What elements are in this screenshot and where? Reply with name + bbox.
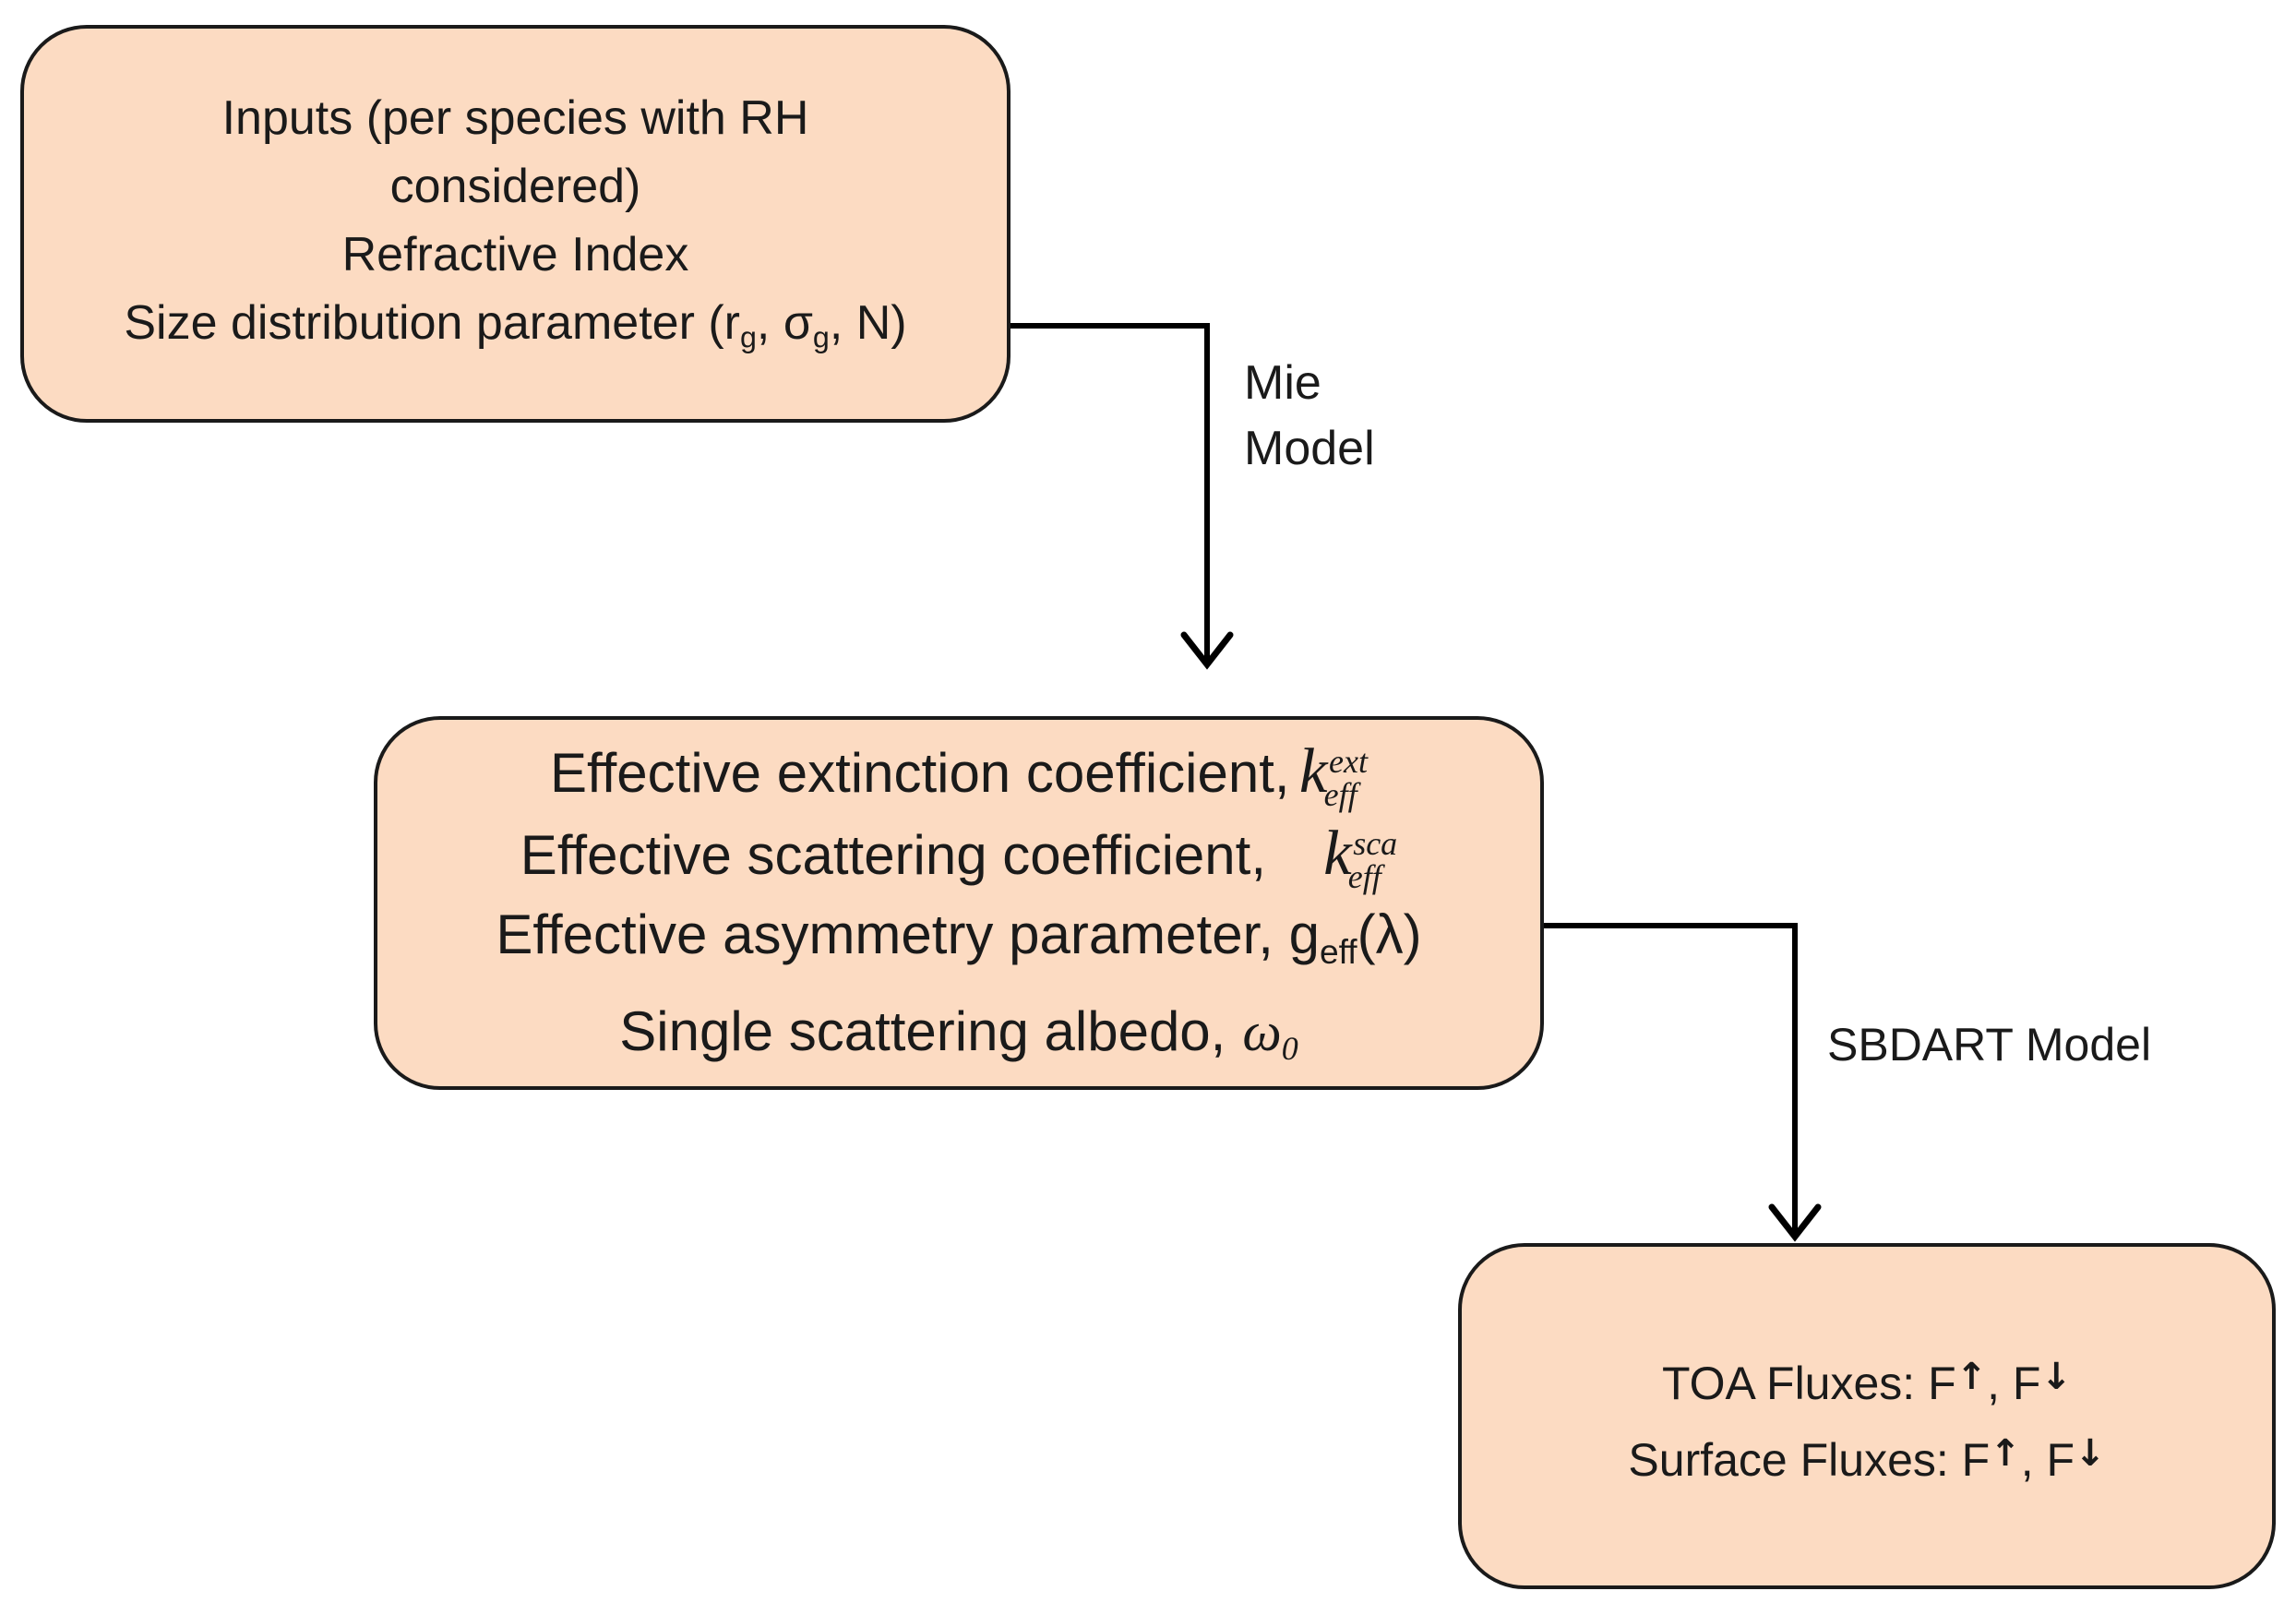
down-arrow-icon: ↓ bbox=[2075, 1431, 2106, 1475]
size-distribution-text: Size distribution parameter (r bbox=[124, 295, 740, 350]
eff-subscript: eff bbox=[1347, 857, 1381, 895]
surface-fluxes-label: Surface Fluxes: F bbox=[1628, 1433, 1991, 1486]
mie-arrowhead bbox=[1180, 631, 1234, 670]
sbdart-arrow-line bbox=[1542, 923, 1798, 1233]
eff-subscript: eff bbox=[1319, 932, 1357, 972]
eff-subscript: eff bbox=[1323, 775, 1357, 813]
fluxes-box: TOA Fluxes: F↑, F↓ Surface Fluxes: F↑, F… bbox=[1458, 1243, 2276, 1589]
asymmetry-label: Effective asymmetry parameter, g bbox=[496, 903, 1320, 966]
up-arrow-icon: ↑ bbox=[1990, 1431, 2021, 1475]
mie-model-label: Mie Model bbox=[1244, 351, 1375, 482]
sca-superscript: sca bbox=[1353, 824, 1398, 862]
toa-fluxes-label: TOA Fluxes: F bbox=[1662, 1358, 1956, 1410]
ext-superscript: ext bbox=[1329, 742, 1368, 780]
k-symbol: k bbox=[1298, 736, 1328, 807]
extinction-label: Effective extinction coefficient, bbox=[550, 742, 1290, 805]
flux-separator: , F bbox=[2020, 1433, 2075, 1486]
flux-separator: , F bbox=[1987, 1358, 2041, 1410]
sbdart-model-label: SBDART Model bbox=[1827, 1019, 2152, 1071]
asymmetry-parameter-row: Effective asymmetry parameter, geff(λ) bbox=[496, 895, 1421, 991]
mie-arrow-line bbox=[1009, 323, 1210, 661]
scattering-label: Effective scattering coefficient, bbox=[520, 824, 1267, 887]
sbdart-arrowhead bbox=[1768, 1203, 1822, 1242]
up-arrow-icon: ↑ bbox=[1955, 1356, 1988, 1399]
mie-label-line: Model bbox=[1244, 422, 1375, 475]
sigma-g-subscript: g bbox=[812, 320, 830, 354]
inputs-box: Inputs (per species with RH considered) … bbox=[20, 25, 1010, 423]
toa-fluxes-row: TOA Fluxes: F↑, F↓ bbox=[1662, 1343, 2072, 1418]
single-scattering-albedo-row: Single scattering albedo, ω0 bbox=[619, 992, 1297, 1088]
refractive-index-line: Refractive Index bbox=[341, 227, 689, 281]
inputs-title-line: Inputs (per species with RH bbox=[221, 90, 809, 145]
surface-fluxes-row: Surface Fluxes: F↑, F↓ bbox=[1628, 1419, 2105, 1495]
lambda-argument: (λ) bbox=[1357, 903, 1422, 966]
rg-subscript: g bbox=[739, 320, 757, 354]
mie-label-line: Mie bbox=[1244, 356, 1321, 410]
size-distribution-text: , N) bbox=[829, 295, 907, 350]
k-symbol: k bbox=[1323, 818, 1352, 889]
omega-subscript: 0 bbox=[1281, 1029, 1298, 1067]
size-distribution-text: , σ bbox=[756, 295, 813, 350]
down-arrow-icon: ↓ bbox=[2040, 1356, 2072, 1399]
inputs-title-line: considered) bbox=[389, 159, 641, 213]
size-distribution-line: Size distribution parameter (rg, σg, N) bbox=[124, 289, 906, 372]
albedo-label: Single scattering albedo, bbox=[619, 999, 1226, 1062]
omega-symbol: ω bbox=[1242, 1000, 1282, 1062]
